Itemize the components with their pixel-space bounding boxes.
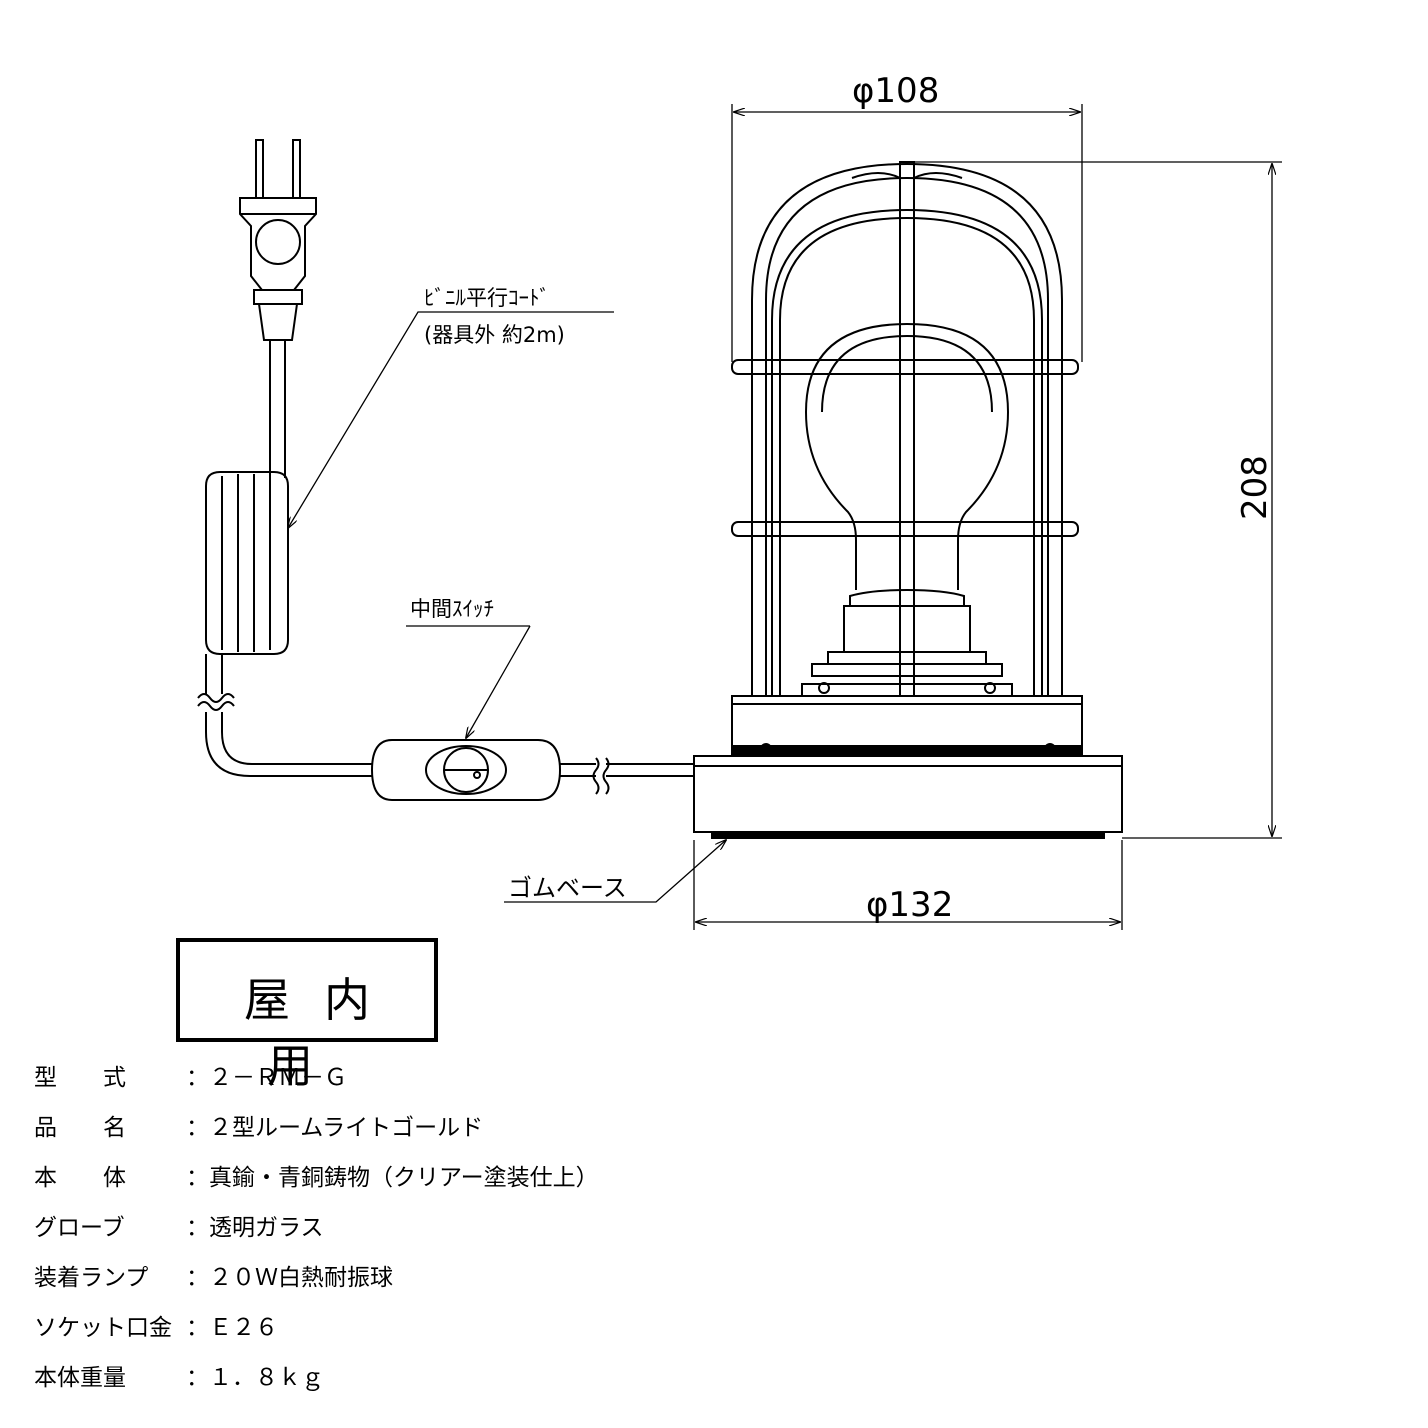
cord-label-line1: ﾋﾞﾆﾙ平行ｺｰﾄﾞ [424, 286, 550, 310]
rubber-base-leader-line [504, 840, 726, 903]
cord-break-mark-2 [592, 757, 600, 795]
cord-coil [205, 471, 289, 655]
cord-break-mark [197, 693, 235, 703]
plug-collar [253, 289, 303, 305]
lamp-socket [801, 588, 1013, 697]
base-gasket [731, 745, 1083, 755]
spec-value: ：２型ルームライトゴールド [186, 1115, 484, 1141]
spec-value: ：２０Ｗ白熱耐振球 [186, 1265, 393, 1291]
cord-leader-line [288, 311, 614, 528]
spec-value: ：Ｅ２６ [186, 1315, 278, 1341]
spec-key: グローブ [34, 1215, 125, 1241]
plug-prong-right [292, 139, 301, 199]
spec-value: ：１．８ｋｇ [186, 1365, 324, 1391]
spec-key: 本体重量 [34, 1365, 126, 1391]
height-label: 208 [1235, 455, 1275, 520]
switch-leader-line [466, 625, 531, 738]
rubber-base [711, 831, 1105, 839]
spec-value: ：真鍮・青銅鋳物（クリアー塗装仕上） [186, 1165, 599, 1191]
inline-switch [370, 739, 562, 801]
switch-dot [473, 771, 481, 779]
light-bulb [804, 322, 1010, 590]
spec-key: 本 体 [34, 1165, 126, 1191]
spec-key: 型 式 [34, 1065, 126, 1091]
spec-value: ：透明ガラス [186, 1215, 324, 1241]
guard-ring-upper [731, 359, 1079, 375]
spec-key: ソケット口金 [34, 1315, 172, 1341]
cord-label-line2: (器具外 約2m) [424, 323, 565, 347]
indoor-use-stamp: 屋内用 [176, 938, 438, 1093]
base-diameter-label: φ132 [866, 885, 953, 925]
plug-strain-relief [257, 303, 299, 341]
plug-circle [255, 219, 301, 265]
plug [239, 139, 317, 341]
rubber-base-label: ゴムベース [508, 874, 627, 902]
indoor-use-label: 屋内用 [244, 973, 404, 1093]
guard-ring-lower [731, 521, 1079, 537]
spec-key: 品 名 [34, 1115, 126, 1141]
plug-body [239, 197, 317, 291]
top-diameter-label: φ108 [852, 71, 939, 111]
switch-label: 中間ｽｲｯﾁ [410, 597, 494, 621]
switch-dial [425, 745, 507, 795]
spec-value: ：２－ＲＭ－Ｇ [186, 1065, 347, 1091]
base-block [693, 755, 1123, 833]
spec-key: 装着ランプ [34, 1265, 149, 1291]
power-cord [197, 340, 694, 795]
wire-guard [731, 161, 1079, 697]
plug-prong-left [255, 139, 264, 199]
lamp-base [693, 743, 1123, 839]
